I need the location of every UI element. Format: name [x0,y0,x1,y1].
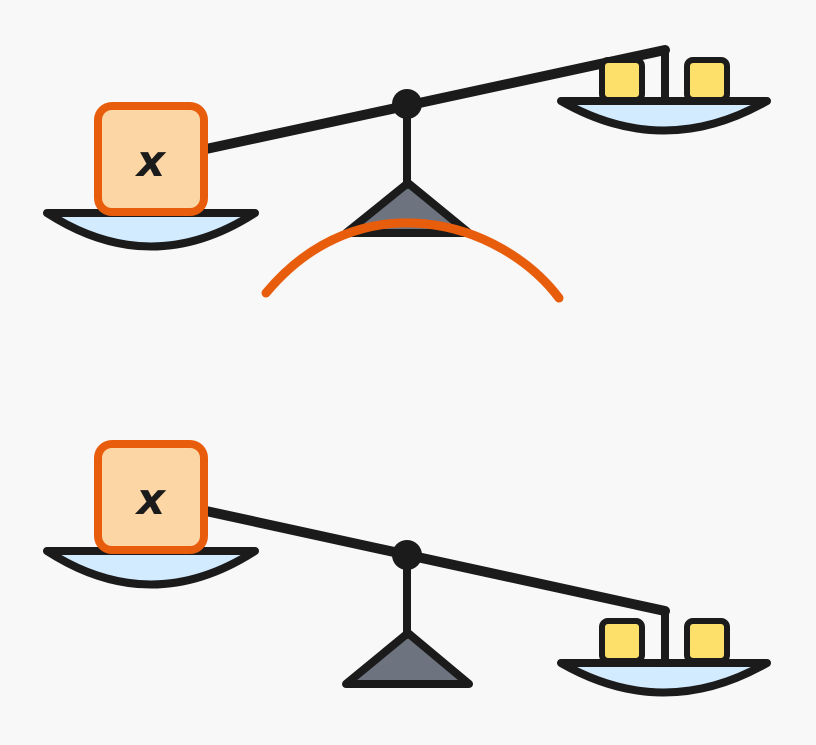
beam-top [201,45,670,154]
scale-top: x [43,45,771,251]
beam-bottom [201,506,670,616]
right-pan-top [557,97,771,135]
left-pan-top [43,209,259,251]
x-block-body-bottom [94,440,208,554]
fulcrum-bottom [342,629,473,688]
x-block-bottom: x [94,440,208,554]
scale-bottom: x [43,440,771,697]
x-block-top: x [94,102,208,216]
x-block-body-top [94,102,208,216]
unit-block-bottom-2 [684,618,730,664]
pivot-bottom [392,540,422,570]
left-pan-bottom [43,547,259,589]
x-block-label-top: x [135,136,167,187]
x-block-label-bottom: x [135,474,167,525]
unit-block-bottom-1 [599,618,645,664]
fulcrum-top [342,179,473,237]
curved-arrow-icon [261,218,564,303]
right-pan-bottom [557,659,771,697]
pivot-top [392,89,422,119]
unit-block-top-1 [599,57,645,103]
unit-block-top-2 [684,57,730,103]
